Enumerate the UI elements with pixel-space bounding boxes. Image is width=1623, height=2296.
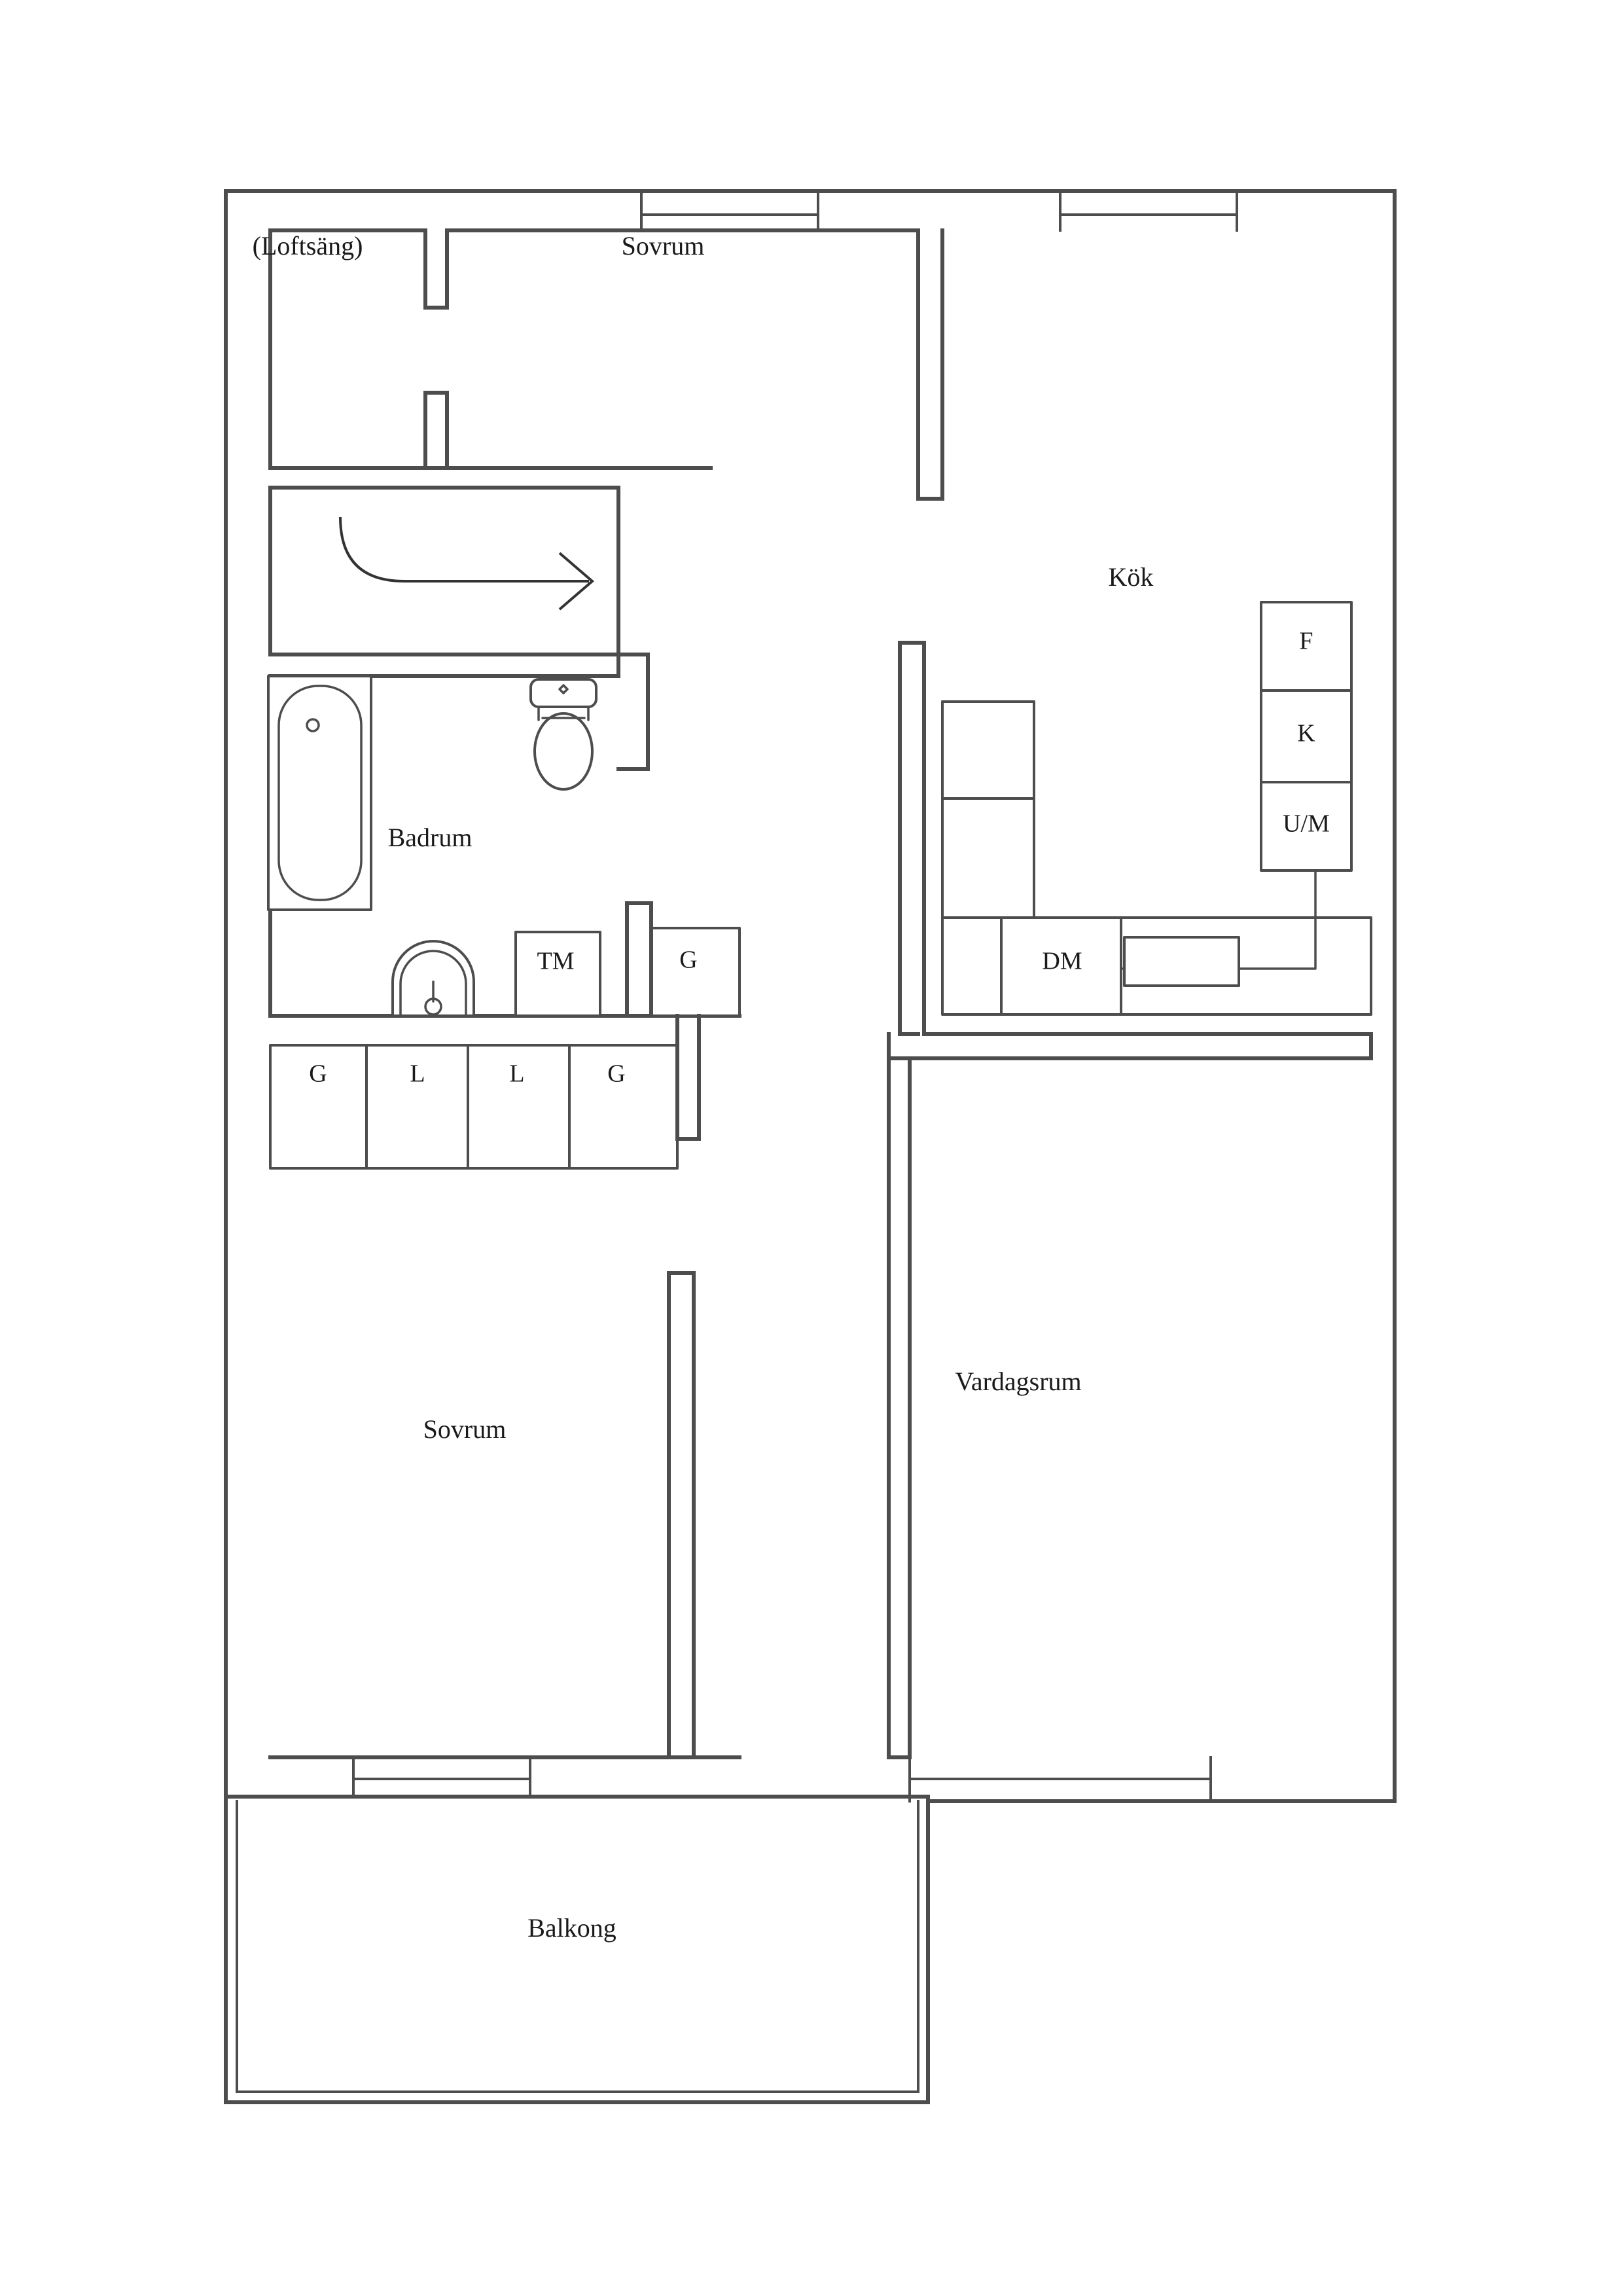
- unit-tm: TM: [514, 931, 601, 1017]
- room-label-loftsang: (Loftsäng): [253, 231, 363, 260]
- balcony-door-left: [352, 1756, 531, 1798]
- kitchen-counters: DM: [941, 700, 1372, 1016]
- room-label-badrum: Badrum: [388, 823, 473, 852]
- unit-g-hall-right: G: [651, 927, 741, 1017]
- unit-tm-label: TM: [537, 948, 575, 975]
- window-top-right: [1059, 190, 1238, 232]
- unit-l-one-label: L: [410, 1060, 425, 1088]
- room-label-sovrum-bot: Sovrum: [423, 1414, 507, 1444]
- unit-dm-label: DM: [1042, 948, 1082, 975]
- toilet: [529, 678, 597, 791]
- unit-g-left-label: G: [309, 1060, 327, 1088]
- unit-f-label: F: [1299, 628, 1313, 655]
- unit-um-label: U/M: [1283, 810, 1330, 838]
- room-label-sovrum-top: Sovrum: [622, 231, 705, 260]
- bedroom-top-walls: [268, 228, 920, 470]
- closet-row: G L L G: [269, 1044, 679, 1170]
- entry-hall-walls: [268, 486, 650, 771]
- entry-door-swing-arrow: [339, 516, 595, 611]
- living-room-walls: [268, 1056, 912, 1759]
- unit-g-hall-right-label: G: [679, 946, 697, 974]
- washbasin: [391, 940, 475, 1017]
- unit-k-label: K: [1297, 720, 1315, 747]
- room-label-vardagsrum: Vardagsrum: [955, 1367, 1081, 1396]
- window-top-left: [640, 190, 819, 232]
- balcony-door-right: [908, 1756, 1212, 1803]
- balcony-walls: [224, 1795, 930, 2104]
- kitchen-walls: [887, 228, 1373, 1060]
- unit-g-right-label: G: [607, 1060, 625, 1088]
- room-label-kok: Kök: [1109, 562, 1154, 592]
- unit-l-two-label: L: [509, 1060, 524, 1088]
- closet-row-end-wall: [675, 1014, 701, 1141]
- kitchen-sink: [1123, 936, 1240, 987]
- bathtub: [267, 675, 372, 911]
- room-label-balkong: Balkong: [527, 1913, 616, 1943]
- kitchen-appliance-column: F K U/M: [1260, 601, 1353, 872]
